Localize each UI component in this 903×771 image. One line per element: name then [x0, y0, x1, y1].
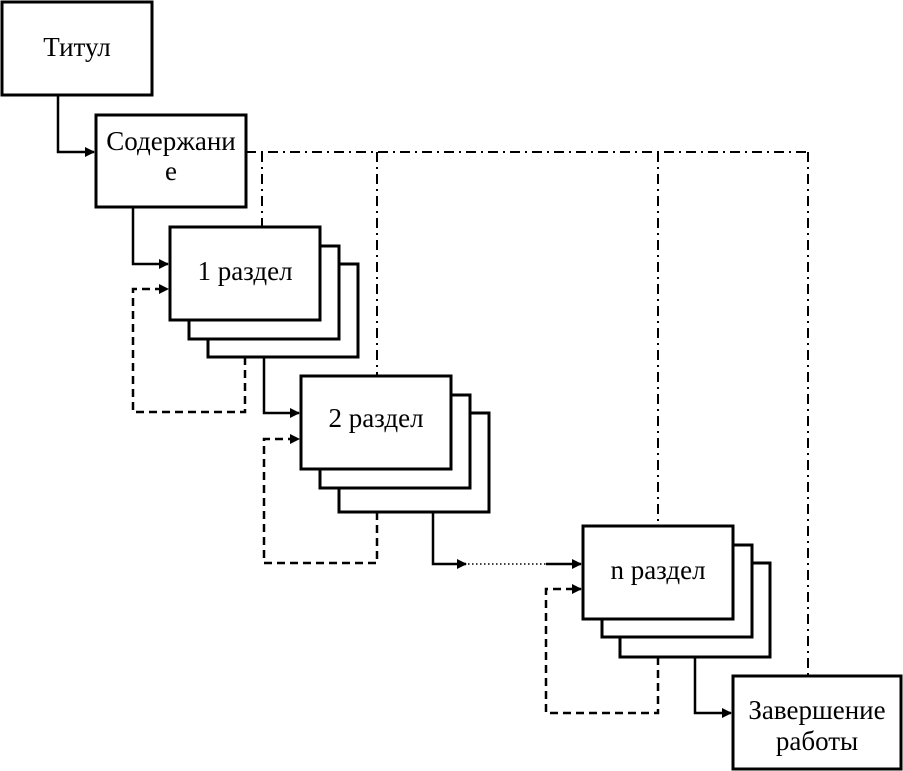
node-completion-label-line1: Завершение — [748, 695, 885, 725]
edge-title-contents — [56, 95, 95, 157]
edge-contents-section1 — [131, 207, 169, 269]
node-section2: 2 раздел — [299, 374, 491, 514]
contents-reference-lines — [246, 151, 809, 676]
node-section2-label: 2 раздел — [328, 403, 423, 433]
section1-front-page — [168, 225, 322, 322]
edge-section1-loop — [131, 284, 247, 414]
node-title: Титул — [0, 0, 154, 97]
edge-sectionN-loop — [544, 584, 660, 715]
edge-section1-section2 — [262, 357, 300, 418]
edge-section2-loop — [262, 434, 379, 565]
node-completion-label-line2: работы — [776, 726, 858, 756]
sectionN-front-page — [581, 524, 735, 621]
node-section1-label: 1 раздел — [197, 256, 292, 286]
node-contents-label-line2: е — [165, 156, 177, 186]
node-contents-label-line1: Содержани — [106, 126, 236, 156]
node-sectionN-label: n раздел — [610, 555, 705, 585]
section2-front-page — [299, 374, 453, 471]
edge-sectionN-completion — [693, 657, 732, 718]
edge-section2-sectionN — [431, 512, 582, 569]
node-title-label: Титул — [43, 32, 111, 62]
node-contents: Содержани е — [94, 113, 248, 209]
node-completion: Завершение работы — [731, 674, 903, 771]
node-sectionN: n раздел — [581, 524, 772, 659]
node-section1: 1 раздел — [168, 225, 360, 359]
